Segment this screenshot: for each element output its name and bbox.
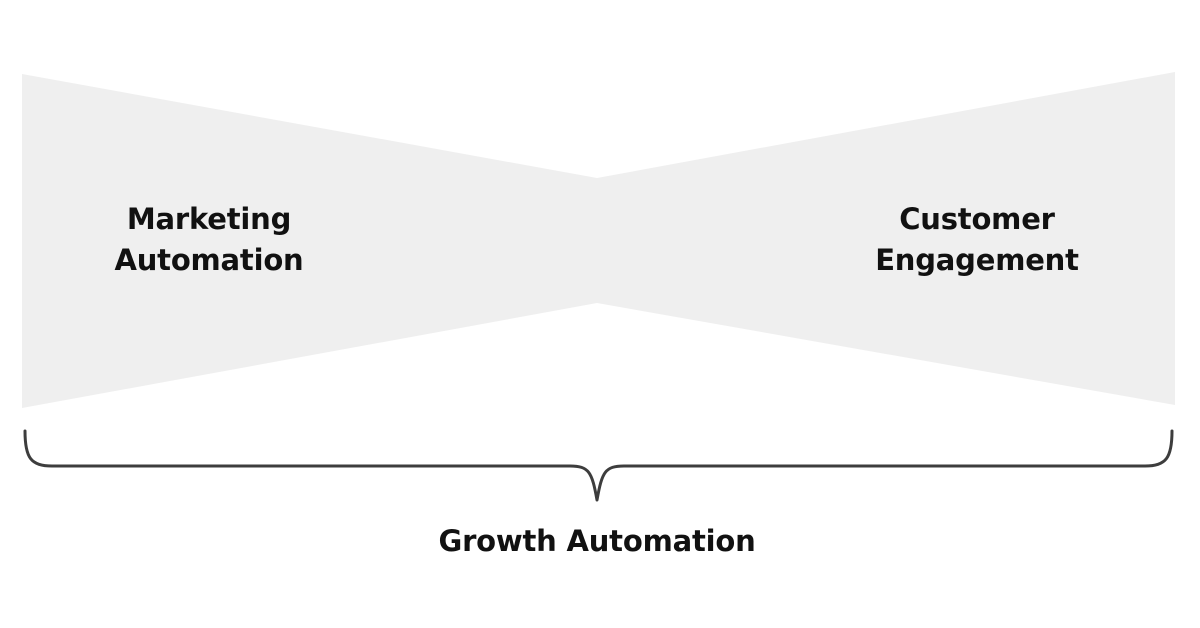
- marketing-automation-line-1: Marketing: [126, 202, 292, 236]
- customer-engagement-line-2: Engagement: [875, 243, 1079, 277]
- curly-brace-icon: [23, 429, 1174, 502]
- marketing-automation-label: Marketing Automation: [59, 199, 359, 281]
- growth-automation-label: Growth Automation: [438, 524, 756, 558]
- customer-engagement-label: Customer Engagement: [827, 199, 1127, 281]
- customer-engagement-line-1: Customer: [899, 202, 1055, 236]
- bowtie-left-wedge: [22, 74, 597, 408]
- bowtie-right-wedge: [597, 72, 1175, 405]
- marketing-automation-line-2: Automation: [114, 243, 304, 277]
